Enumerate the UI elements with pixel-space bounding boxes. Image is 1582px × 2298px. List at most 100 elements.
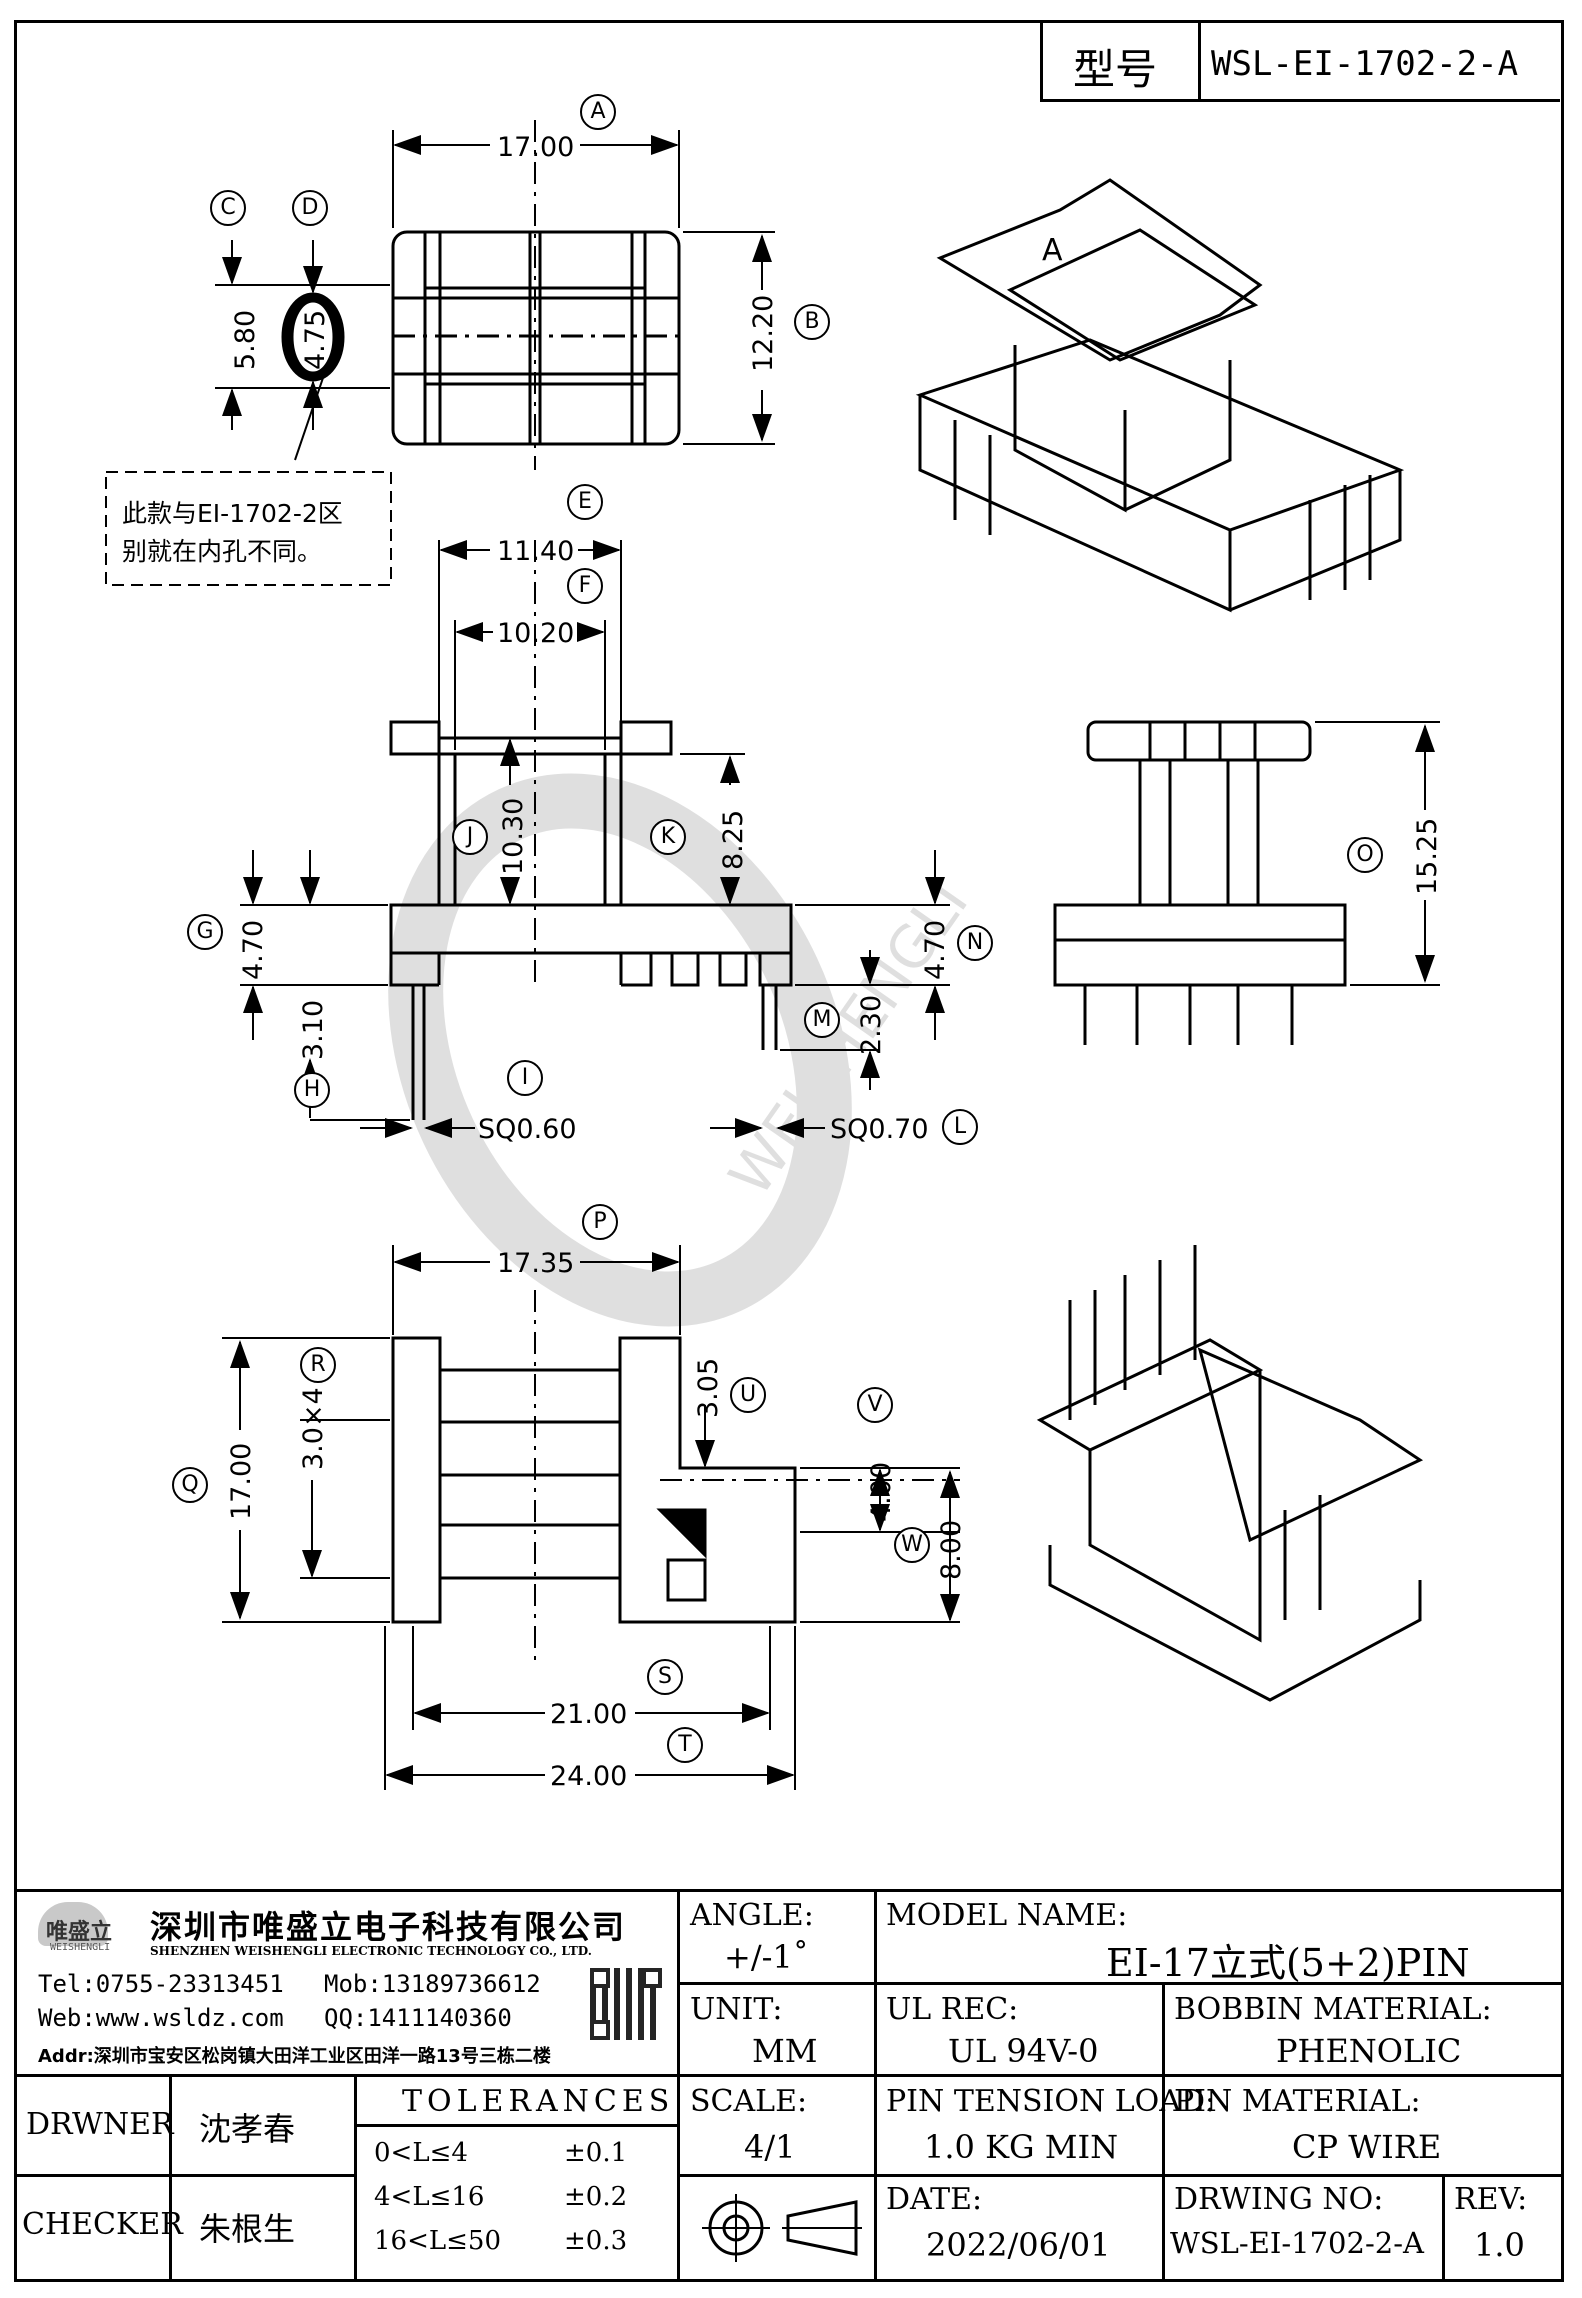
angle-label: ANGLE: xyxy=(690,1898,814,1933)
company-tel: Tel:0755-23313451 xyxy=(38,1970,284,1998)
header-model-box: 型号 WSL-EI-1702-2-A xyxy=(1040,22,1560,102)
pin-material-label: PIN MATERIAL: xyxy=(1174,2084,1421,2119)
dim-l-text: SQ0.70 xyxy=(830,1114,929,1145)
ul-rec-value: UL 94V-0 xyxy=(948,2032,1099,2070)
tolerances-label: TOLERANCES xyxy=(402,2084,675,2119)
company-logo: 唯盛立 WEISHENGLI xyxy=(28,1902,138,1958)
technical-drawing: WEISHENGLI 17.00 12.2 xyxy=(105,120,1443,1792)
dim-g-text: 4.70 xyxy=(238,920,269,980)
checker-value: 朱根生 xyxy=(199,2210,296,2248)
model-name-value: EI-17立式(5+2)PIN xyxy=(1106,1941,1470,1985)
dimension-marker-q: Q xyxy=(172,1467,208,1503)
dim-a-text: 17.00 xyxy=(497,132,574,163)
dimension-marker-u: U xyxy=(730,1377,766,1413)
dim-j-text: 10.30 xyxy=(498,798,529,875)
dim-n-text: 4.70 xyxy=(920,920,951,980)
pin-tension-label: PIN TENSION LOAD: xyxy=(886,2084,1216,2119)
drawer-label: DRWNER xyxy=(26,2107,174,2142)
dim-q-text: 17.00 xyxy=(226,1443,257,1520)
dimension-marker-i: I xyxy=(507,1060,543,1096)
tolerance-table: 0<L≤4 ±0.1 4<L≤16 ±0.2 16<L≤50 ±0.3 xyxy=(364,2132,674,2276)
dim-d-text: 4.75 xyxy=(300,310,331,370)
drawer-value: 沈孝春 xyxy=(199,2110,296,2148)
dim-r-text: 3.0×4 xyxy=(298,1387,329,1470)
dim-m-text: 2.30 xyxy=(856,995,887,1055)
dimension-marker-d: D xyxy=(292,190,328,226)
ul-rec-label: UL REC: xyxy=(886,1992,1019,2027)
date-label: DATE: xyxy=(886,2182,983,2217)
tol-val-2: ±0.2 xyxy=(564,2182,628,2212)
bottom-view xyxy=(222,1245,960,1790)
dimension-marker-h: H xyxy=(294,1072,330,1108)
dimension-marker-r: R xyxy=(300,1347,336,1383)
iso-label-a: A xyxy=(1042,233,1063,268)
front-view xyxy=(240,540,950,1138)
iso-view-bottom xyxy=(1036,1245,1424,1702)
dimension-marker-w: W xyxy=(894,1527,930,1563)
dim-c-text: 5.80 xyxy=(230,310,261,370)
scale-label: SCALE: xyxy=(690,2084,808,2119)
dimension-marker-n: N xyxy=(957,925,993,961)
dim-f-text: 10.20 xyxy=(497,618,574,649)
company-name-cn: 深圳市唯盛立电子科技有限公司 xyxy=(150,1908,627,1946)
top-view xyxy=(215,120,775,470)
tol-range-2: 4<L≤16 xyxy=(374,2182,485,2212)
front-view-dim-text: 11.40 10.20 10.30 8.25 4.70 3.10 SQ0.60 … xyxy=(238,536,951,1145)
angle-value: +/-1˚ xyxy=(724,1938,809,1976)
dimension-marker-a: A xyxy=(580,94,616,130)
dimension-marker-p: P xyxy=(582,1204,618,1240)
dimension-marker-m: M xyxy=(804,1002,840,1038)
dimension-marker-g: G xyxy=(187,914,223,950)
drawing-no-label: DRWING NO: xyxy=(1174,2182,1384,2217)
dimension-marker-e: E xyxy=(567,484,603,520)
dimension-marker-k: K xyxy=(650,819,686,855)
company-qq: QQ:1411140360 xyxy=(324,2004,512,2032)
model-label: 型号 xyxy=(1073,45,1158,94)
dim-o-text: 15.25 xyxy=(1412,818,1443,895)
dimension-marker-b: B xyxy=(794,304,830,340)
company-web: Web:www.wsldz.com xyxy=(38,2004,284,2032)
rev-value: 1.0 xyxy=(1474,2226,1525,2264)
rev-label: REV: xyxy=(1454,2182,1528,2217)
note-box xyxy=(105,471,392,586)
dim-w-text: 8.00 xyxy=(936,1520,967,1580)
note-line-2: 别就在内孔不同。 xyxy=(122,537,322,566)
model-name-label: MODEL NAME: xyxy=(886,1898,1128,1933)
iso-view-top xyxy=(915,178,1405,613)
logo-text: 唯盛立 xyxy=(46,1920,113,1945)
dim-v-text: 4.00 xyxy=(866,1462,897,1522)
bottom-view-dim-text: 17.35 17.00 3.0×4 3.05 4.00 8.00 21.00 2… xyxy=(226,1248,967,1792)
pin-tension-value: 1.0 KG MIN xyxy=(924,2128,1119,2166)
dim-t-text: 24.00 xyxy=(550,1761,627,1792)
bobbin-material-label: BOBBIN MATERIAL: xyxy=(1174,1992,1492,2027)
qr-code xyxy=(590,1968,662,2040)
logo-subtext: WEISHENGLI xyxy=(50,1942,111,1953)
dimension-marker-s: S xyxy=(647,1659,683,1695)
dim-s-text: 21.00 xyxy=(550,1699,627,1730)
bobbin-material-value: PHENOLIC xyxy=(1276,2032,1462,2070)
dim-p-text: 17.35 xyxy=(497,1248,574,1279)
dim-b-text: 12.20 xyxy=(748,295,779,372)
dimension-marker-j: J xyxy=(452,819,488,855)
checker-label: CHECKER xyxy=(22,2207,183,2242)
company-mob: Mob:13189736612 xyxy=(324,1970,541,1998)
company-addr: Addr:深圳市宝安区松岗镇大田洋工业区田洋一路13号三栋二楼 xyxy=(38,2046,551,2067)
tol-val-3: ±0.3 xyxy=(564,2226,628,2256)
unit-label: UNIT: xyxy=(690,1992,783,2027)
scale-value: 4/1 xyxy=(744,2128,796,2166)
model-number: WSL-EI-1702-2-A xyxy=(1211,44,1519,84)
dim-k-text: 8.25 xyxy=(718,810,749,870)
title-block: 唯盛立 WEISHENGLI 深圳市唯盛立电子科技有限公司 SHENZHEN W… xyxy=(14,1889,1564,2282)
dim-e-text: 11.40 xyxy=(497,536,574,567)
projection-symbol xyxy=(696,2188,866,2268)
dimension-marker-l: L xyxy=(942,1109,978,1145)
dim-i-text: SQ0.60 xyxy=(478,1114,577,1145)
dimension-marker-o: O xyxy=(1347,837,1383,873)
tol-range-3: 16<L≤50 xyxy=(374,2226,502,2256)
tol-val-1: ±0.1 xyxy=(564,2138,628,2168)
dim-u-text: 3.05 xyxy=(693,1358,724,1418)
dim-h-text: 3.10 xyxy=(298,1000,329,1060)
dimension-marker-c: C xyxy=(210,190,246,226)
top-view-dim-text: 17.00 12.20 5.80 4.75 xyxy=(230,132,779,372)
dimension-marker-v: V xyxy=(857,1387,893,1423)
